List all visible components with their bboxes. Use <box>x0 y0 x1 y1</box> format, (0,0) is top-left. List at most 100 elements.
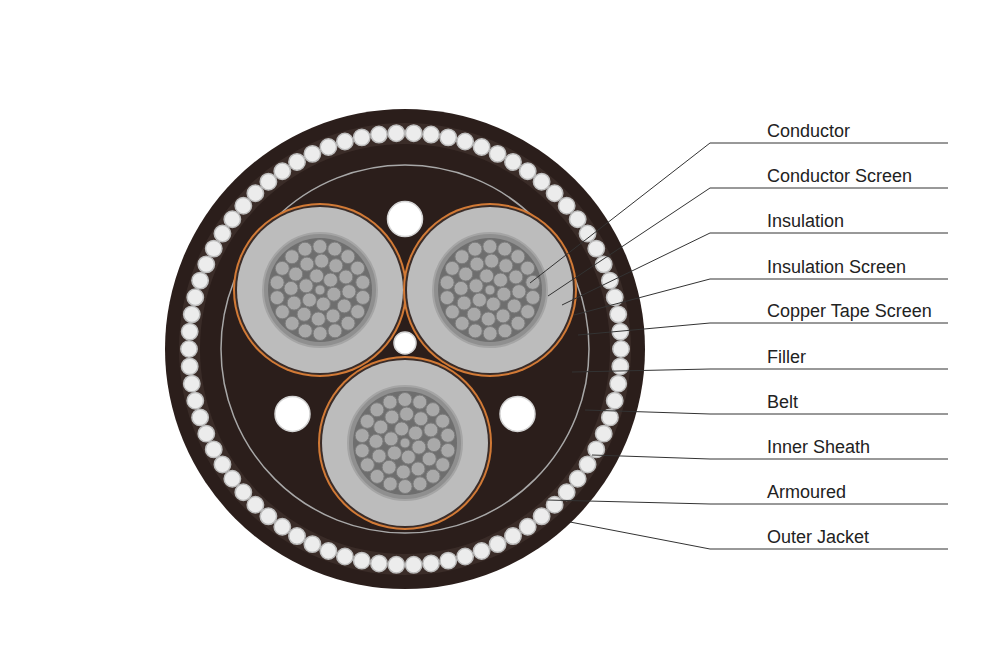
armour-bed <box>179 123 631 575</box>
armour-wire <box>337 133 353 149</box>
conductor-strand <box>298 324 312 338</box>
conductor-strand <box>372 449 386 463</box>
conductor-strand <box>287 296 301 310</box>
armour-wire <box>473 139 489 155</box>
conductor-strand <box>521 261 535 275</box>
armour-wire <box>320 543 336 559</box>
conductor-strand <box>316 297 330 311</box>
conductor-strand <box>441 443 455 457</box>
armour-wire <box>473 543 489 559</box>
armour-wire <box>607 392 623 408</box>
armour-wire <box>505 154 521 170</box>
conductor-strand <box>509 270 523 284</box>
conductor-strand <box>424 423 438 437</box>
conductor-strand <box>486 297 500 311</box>
conductor-strand <box>384 432 398 446</box>
armour-wire <box>371 555 387 571</box>
armour-wire <box>423 555 439 571</box>
conductor-strand <box>299 279 313 293</box>
conductor-strand <box>426 403 440 417</box>
armour-wire <box>489 146 505 162</box>
armour-wire <box>274 163 290 179</box>
part-label: Conductor <box>767 120 850 142</box>
conductor-strand <box>385 410 399 424</box>
armour-wire <box>569 471 585 487</box>
copper-tape-screen <box>318 356 492 530</box>
conductor <box>268 238 372 342</box>
conductor-strand <box>459 267 473 281</box>
conductor-strand <box>436 458 450 472</box>
leader-line <box>572 369 948 372</box>
conductor-strand <box>341 316 355 330</box>
inner-sheath <box>200 144 610 554</box>
armour-wire <box>546 185 562 201</box>
insulation <box>322 360 488 526</box>
armour-wire <box>274 519 290 535</box>
conductor <box>353 391 457 495</box>
armour-wire <box>337 548 353 564</box>
conductor-screen <box>263 233 377 347</box>
part-label: Armoured <box>767 481 846 503</box>
leader-line <box>578 323 948 335</box>
conductor-strand <box>400 438 410 448</box>
leader-line <box>530 143 948 283</box>
leader-line <box>585 410 948 414</box>
conductor-strand <box>498 242 512 256</box>
leader-line <box>548 188 948 296</box>
armour-wire <box>214 456 230 472</box>
conductor-strand <box>468 242 482 256</box>
armour-wire <box>520 163 536 179</box>
conductor-strand <box>400 407 414 421</box>
conductor-strand <box>485 254 499 268</box>
leader-line <box>562 233 948 305</box>
armour-wire <box>610 375 626 391</box>
conductor-strand <box>328 242 342 256</box>
outer-jacket <box>165 109 645 589</box>
conductor-strand <box>426 469 440 483</box>
insulation-screen <box>320 358 490 528</box>
conductor-strand <box>436 414 450 428</box>
armour-wire <box>260 173 276 189</box>
leader-line <box>570 522 948 549</box>
armour-wire <box>457 548 473 564</box>
conductor-strand <box>270 291 284 305</box>
armour-wire <box>206 240 222 256</box>
conductor-strand <box>270 276 284 290</box>
conductor-strand <box>360 458 374 472</box>
conductor-strand <box>467 307 481 321</box>
armour-wire <box>354 129 370 145</box>
leader-lines <box>530 143 948 549</box>
leader-line <box>570 522 948 549</box>
armour-wire <box>224 471 240 487</box>
conductor-strand <box>499 259 513 273</box>
conductor-strand <box>440 276 454 290</box>
conductor-screen <box>433 233 547 347</box>
armour-wire <box>457 133 473 149</box>
armour-wire <box>354 552 370 568</box>
armour-wire <box>304 146 320 162</box>
armour-wire <box>558 484 574 500</box>
conductor-strand <box>324 273 338 287</box>
conductor-strand <box>285 250 299 264</box>
conductor-strand <box>275 261 289 275</box>
conductor-strand <box>396 465 410 479</box>
armour-wire <box>569 211 585 227</box>
conductor-strand <box>412 440 426 454</box>
conductor-strand <box>469 279 483 293</box>
leader-line <box>530 143 948 283</box>
conductor-strand <box>395 422 409 436</box>
conductor-strand <box>356 290 370 304</box>
conductor-strand <box>383 395 397 409</box>
conductor-strand <box>360 414 374 428</box>
armour-wire <box>192 272 208 288</box>
conductor-strand <box>440 291 454 305</box>
conductor-strand <box>289 267 303 281</box>
part-label: Insulation <box>767 210 844 232</box>
filler-strand <box>394 332 416 354</box>
conductor-strand <box>521 305 535 319</box>
armour-wire <box>224 211 240 227</box>
armour-wire <box>182 323 198 339</box>
armour-wire <box>610 306 626 322</box>
insulation <box>407 207 573 373</box>
